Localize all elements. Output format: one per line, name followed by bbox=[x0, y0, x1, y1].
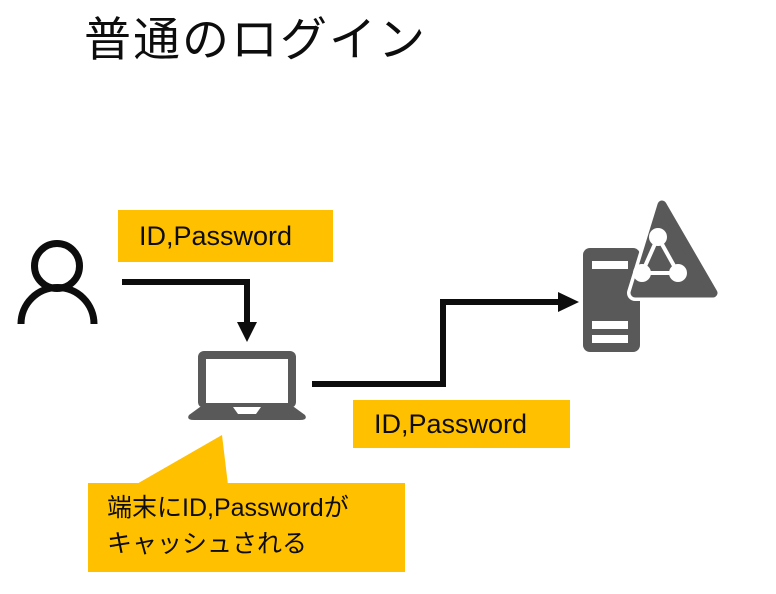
laptop-base-notch bbox=[233, 407, 261, 414]
slide-title: 普通のログイン bbox=[84, 13, 427, 66]
callout-cached-credentials: 端末にID,Passwordが キャッシュされる bbox=[88, 483, 405, 572]
network-node-left bbox=[633, 264, 651, 282]
network-triangle-icon bbox=[627, 197, 721, 301]
laptop-screen bbox=[206, 359, 288, 403]
server-icon bbox=[583, 248, 640, 352]
network-node-top bbox=[649, 228, 667, 246]
person-body bbox=[17, 284, 98, 325]
arrow-laptop-to-server bbox=[312, 292, 579, 387]
callout-line-2: キャッシュされる bbox=[107, 530, 308, 558]
label-id-password-2-text: ID,Password bbox=[374, 408, 528, 439]
label-id-password-2: ID,Password bbox=[353, 400, 570, 448]
person-head bbox=[31, 240, 83, 292]
arrow-shaft bbox=[122, 279, 250, 324]
arrow-head-down bbox=[237, 322, 257, 342]
label-id-password-1-text: ID,Password bbox=[139, 220, 293, 251]
arrow-shaft bbox=[312, 299, 560, 387]
label-id-password-1: ID,Password bbox=[118, 210, 333, 262]
server-slot-top bbox=[592, 261, 628, 269]
arrow-head-right bbox=[558, 292, 579, 312]
person-icon bbox=[17, 240, 98, 325]
laptop-icon bbox=[188, 351, 306, 420]
arrow-user-to-laptop bbox=[122, 279, 257, 342]
callout-line-1: 端末にID,Passwordが bbox=[107, 494, 349, 522]
server-slot-bottom-2 bbox=[592, 335, 628, 343]
callout-tail bbox=[135, 435, 228, 485]
server-slot-bottom-1 bbox=[592, 321, 628, 329]
network-node-right bbox=[669, 264, 687, 282]
